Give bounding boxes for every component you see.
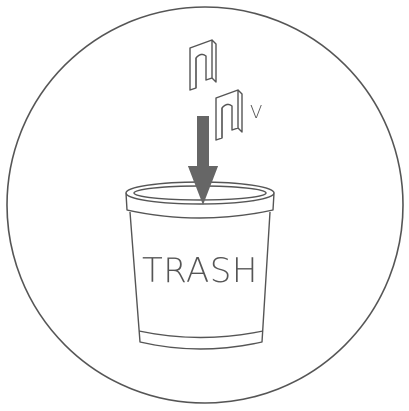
falling-clip-icon (216, 90, 242, 140)
circle-frame (7, 7, 403, 403)
falling-clip-icon (190, 40, 216, 90)
clip-label: V (250, 102, 262, 123)
trash-label: TRASH (142, 251, 258, 291)
